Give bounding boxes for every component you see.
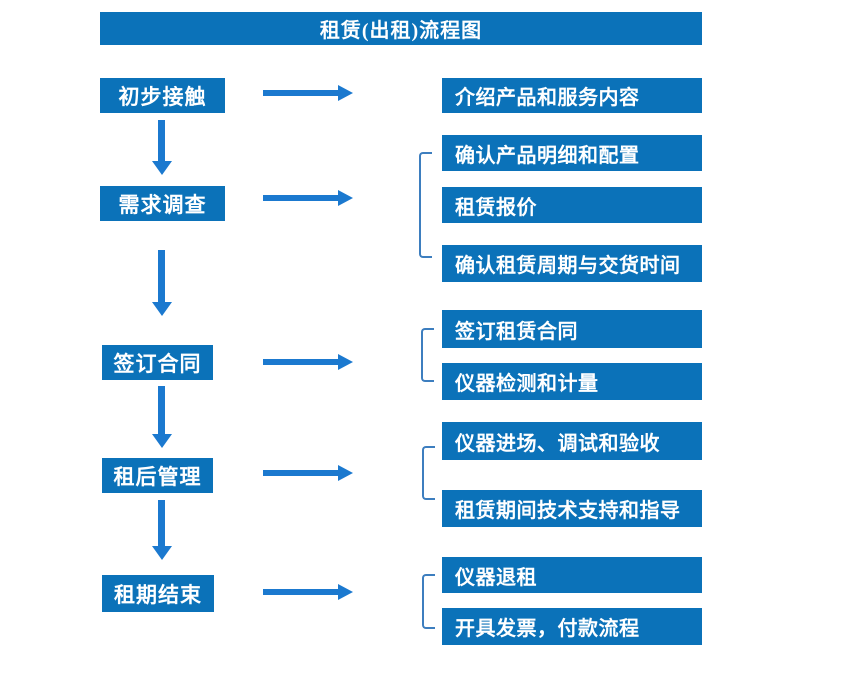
down-arrow-icon — [151, 386, 172, 448]
detail-box-instrument-return: 仪器退租 — [442, 557, 702, 593]
arrow-shaft — [158, 250, 165, 302]
down-arrow-icon — [151, 250, 172, 316]
arrow-head — [338, 465, 353, 481]
group-bracket-shape — [422, 574, 435, 629]
detail-box-confirm-period-delivery: 确认租赁周期与交货时间 — [442, 245, 702, 282]
arrow-shaft — [158, 500, 165, 546]
arrow-shaft — [263, 589, 338, 595]
right-arrow-icon — [263, 354, 353, 370]
arrow-head — [338, 85, 353, 101]
arrow-head — [151, 161, 172, 175]
group-bracket-shape — [419, 152, 432, 258]
step-box-demand-survey: 需求调查 — [100, 186, 225, 221]
detail-box-instrument-test-calibration: 仪器检测和计量 — [442, 363, 702, 400]
detail-box-confirm-product-config: 确认产品明细和配置 — [442, 135, 702, 171]
down-arrow-icon — [151, 500, 172, 560]
step-box-sign-contract: 签订合同 — [102, 345, 213, 380]
detail-box-invoice-payment: 开具发票，付款流程 — [442, 608, 702, 645]
detail-box-introduce-products: 介绍产品和服务内容 — [442, 78, 702, 113]
right-arrow-icon — [263, 584, 353, 600]
arrow-head — [338, 584, 353, 600]
arrow-head — [151, 546, 172, 560]
detail-box-sign-rental-contract: 签订租赁合同 — [442, 310, 702, 348]
right-arrow-icon — [263, 85, 353, 101]
group-bracket-shape — [422, 446, 435, 500]
step-box-rental-end: 租期结束 — [102, 575, 214, 612]
right-arrow-icon — [263, 190, 353, 206]
arrow-shaft — [263, 359, 338, 365]
arrow-head — [338, 354, 353, 370]
detail-box-instrument-setup-acceptance: 仪器进场、调试和验收 — [442, 422, 702, 460]
right-arrow-icon — [263, 465, 353, 481]
arrow-shaft — [158, 386, 165, 434]
arrow-shaft — [158, 120, 165, 161]
arrow-shaft — [263, 470, 338, 476]
arrow-head — [151, 434, 172, 448]
down-arrow-icon — [151, 120, 172, 175]
arrow-head — [151, 302, 172, 316]
arrow-shaft — [263, 90, 338, 96]
arrow-head — [338, 190, 353, 206]
step-box-initial-contact: 初步接触 — [100, 78, 225, 113]
detail-box-rental-quote: 租赁报价 — [442, 187, 702, 223]
page-title: 租赁(出租)流程图 — [100, 12, 702, 45]
group-bracket-shape — [421, 328, 434, 382]
arrow-shaft — [263, 195, 338, 201]
detail-box-technical-support: 租赁期间技术支持和指导 — [442, 490, 702, 527]
step-box-post-rental-management: 租后管理 — [102, 458, 213, 493]
